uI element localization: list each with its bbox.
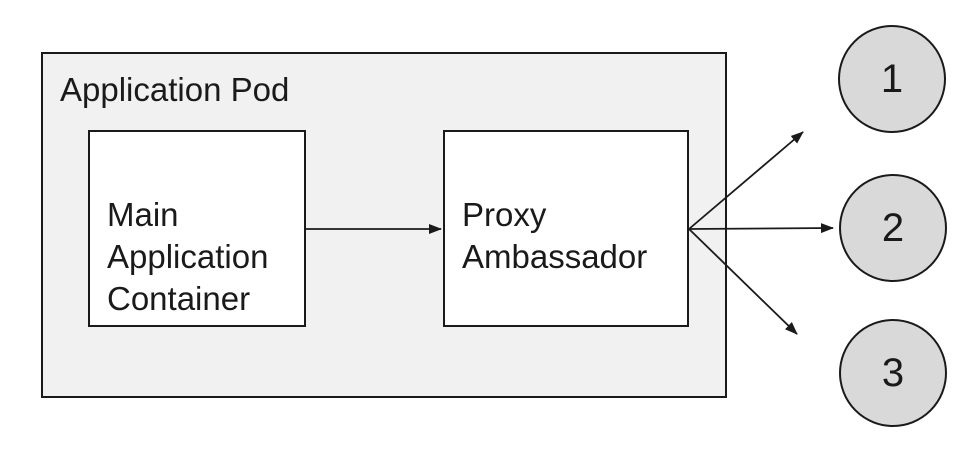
- application-pod-label: Application Pod: [60, 71, 290, 108]
- endpoint-2-label: 2: [881, 205, 905, 250]
- arrow-proxy-to-endpoint-3: [688, 228, 798, 335]
- proxy-ambassador-node: Proxy Ambassador: [443, 130, 689, 327]
- endpoint-1-label: 1: [880, 56, 904, 101]
- endpoint-node-2: 2: [839, 174, 947, 282]
- arrow-proxy-to-endpoint-1: [688, 131, 804, 230]
- endpoint-node-1: 1: [838, 25, 946, 133]
- proxy-ambassador-label: Proxy Ambassador: [462, 196, 648, 275]
- endpoint-3-label: 3: [881, 350, 905, 395]
- arrow-proxy-to-endpoint-2: [688, 223, 834, 234]
- endpoint-node-3: 3: [839, 319, 947, 427]
- main-application-container-label: Main Application Container: [107, 196, 269, 317]
- main-application-container-node: Main Application Container: [88, 130, 306, 327]
